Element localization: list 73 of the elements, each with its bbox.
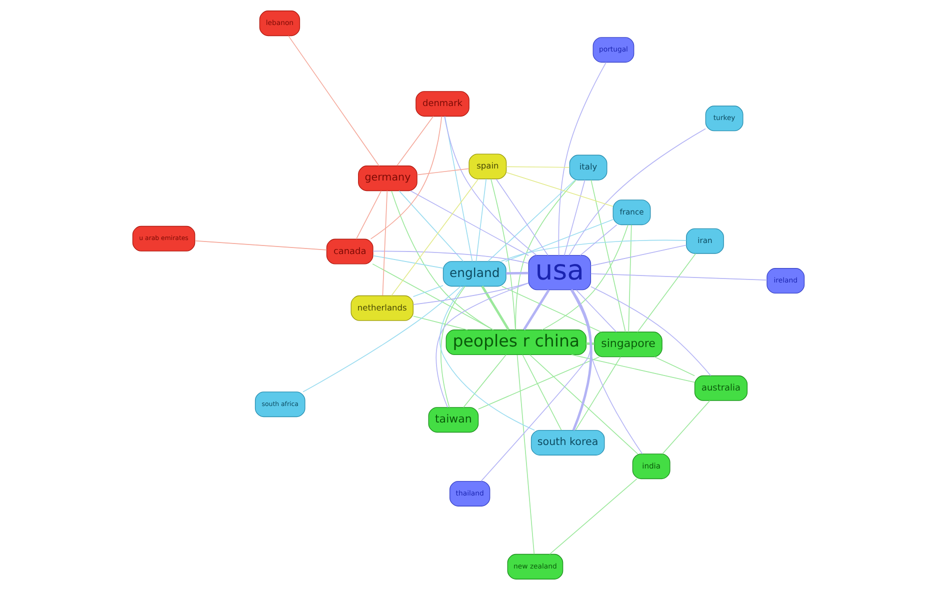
connector (355, 190, 382, 240)
node-box: singapore (594, 332, 662, 358)
connector (480, 290, 592, 482)
connector (475, 178, 486, 262)
connector (500, 240, 686, 262)
connector (570, 290, 642, 454)
connector (628, 224, 632, 332)
connector (568, 128, 706, 256)
connector (480, 286, 510, 330)
connector (590, 244, 686, 266)
connector (506, 272, 528, 275)
connector (500, 286, 602, 332)
connector (477, 356, 600, 410)
node-box: germany (358, 166, 417, 192)
connector (516, 354, 534, 555)
connector (636, 253, 696, 332)
connector (490, 178, 516, 330)
node-box: usa (528, 254, 591, 290)
connector (398, 190, 464, 262)
node-box: south korea (530, 430, 604, 456)
connector (579, 224, 617, 256)
connector (287, 35, 379, 166)
connector (487, 180, 575, 262)
connector (438, 286, 534, 431)
connector (654, 356, 694, 376)
connector (505, 166, 570, 168)
node-box: taiwan (428, 407, 478, 433)
connector (570, 289, 592, 431)
connector (495, 178, 548, 256)
connector (504, 219, 613, 262)
node-box: england (442, 261, 506, 287)
connector (570, 354, 694, 383)
connector (590, 286, 711, 376)
node-box: peoples r china (445, 330, 586, 356)
connector (462, 354, 506, 408)
connector (302, 286, 461, 392)
connector (575, 290, 616, 332)
connector (506, 172, 613, 207)
connector (382, 190, 388, 296)
node-box: canada (326, 238, 373, 264)
connector (590, 273, 767, 281)
connector (390, 190, 493, 330)
connector (444, 116, 536, 256)
connector (416, 168, 469, 176)
connector (522, 354, 562, 430)
connector (412, 282, 528, 305)
connector (440, 286, 465, 408)
connector (390, 178, 478, 296)
connector (372, 250, 528, 264)
node-box: netherlands (350, 295, 414, 321)
connector (444, 116, 472, 262)
connector (574, 356, 620, 430)
connector (435, 282, 528, 408)
node-box: denmark (415, 91, 469, 117)
connector (662, 400, 710, 454)
connector (548, 478, 637, 555)
connector (370, 116, 442, 240)
connector (522, 289, 550, 330)
connector (590, 180, 626, 332)
connector (372, 264, 494, 330)
connector (563, 180, 585, 256)
connector (409, 190, 528, 256)
node-box: australia (694, 375, 748, 401)
connector (412, 285, 443, 298)
node-box: spain (468, 154, 506, 180)
connector (514, 180, 576, 330)
connector (372, 255, 444, 269)
connector (412, 316, 468, 330)
connector (541, 224, 628, 330)
node-box: italy (568, 154, 607, 180)
connector (396, 116, 434, 166)
connector (194, 240, 327, 250)
connector (558, 62, 606, 256)
